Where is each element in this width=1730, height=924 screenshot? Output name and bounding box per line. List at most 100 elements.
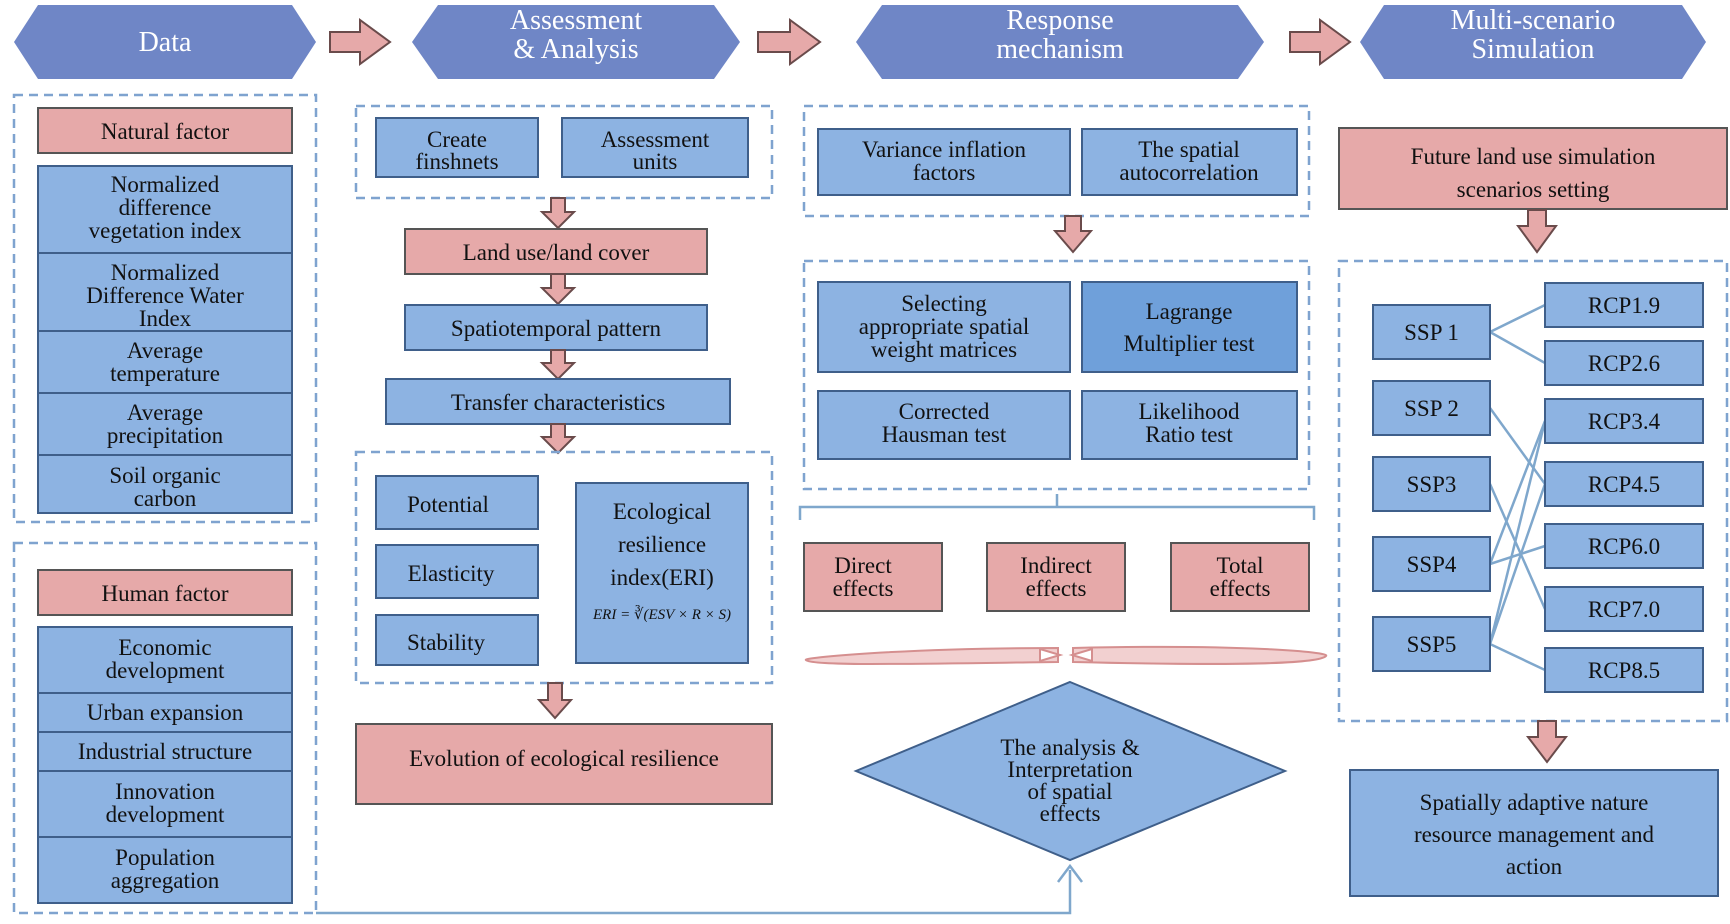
text-line: scenarios setting (1457, 177, 1610, 202)
natural-factor-title: Natural factor (37, 107, 293, 154)
human-item-industrial-text: Industrial structure (78, 739, 252, 764)
text-line: development (106, 802, 225, 827)
ssp-rcp-link (1488, 483, 1547, 610)
human-item-population (37, 836, 293, 904)
ssp-box-label: SSP 2 (1404, 396, 1459, 421)
text-line: Variance inflation (862, 137, 1027, 162)
text-line: Interpretation (1007, 757, 1133, 782)
header-data: Data (14, 5, 316, 79)
ssp-box: SSP5 (1372, 616, 1491, 672)
text-line: effects (833, 576, 894, 601)
rcp-boxes: RCP1.9RCP2.6RCP3.4RCP4.5RCP6.0RCP7.0RCP8… (1544, 282, 1704, 693)
text-line: Data (139, 27, 192, 58)
text-line: Average (127, 338, 203, 363)
human-factor-title-text: Human factor (101, 581, 228, 606)
text-line: finshnets (415, 149, 498, 174)
ssp-box-rect (1372, 380, 1491, 436)
text-line: factors (913, 160, 976, 185)
natural-item-precipitation (37, 392, 293, 456)
text-line: Create (427, 127, 487, 152)
rcp-box-label: RCP1.9 (1588, 293, 1660, 318)
ssp-rcp-link (1488, 420, 1547, 645)
rcp-box: RCP2.6 (1544, 340, 1704, 386)
rcp-box: RCP7.0 (1544, 586, 1704, 632)
header-assessment: Assessment& Analysis (412, 5, 740, 79)
rcp-box: RCP8.5 (1544, 647, 1704, 693)
cycle-arrows (804, 645, 1328, 665)
arrow-down-assess-2 (539, 273, 577, 306)
text-line: Ratio test (1145, 422, 1233, 447)
text-line: effects (1210, 576, 1271, 601)
ssp-rcp-link (1489, 642, 1546, 672)
text-line: Multiplier test (1124, 331, 1256, 356)
ssp-box-label: SSP 1 (1404, 320, 1459, 345)
text-line: weight matrices (871, 337, 1017, 362)
text-line: Selecting (901, 291, 987, 316)
rcp-box-rect (1544, 523, 1704, 569)
evolution-text: Evolution of ecological resilience (409, 746, 719, 771)
rcp-box-rect (1544, 461, 1704, 507)
human-item-economic (37, 626, 293, 694)
human-item-urban (37, 692, 293, 733)
elasticity-box: Elasticity (375, 544, 539, 599)
header-arrow-2 (757, 18, 822, 66)
ssp-box-rect (1372, 456, 1491, 512)
text-line: Economic (118, 635, 211, 660)
text-line: Future land use simulation (1411, 144, 1656, 169)
text-line: appropriate spatial (859, 314, 1030, 339)
text-line: autocorrelation (1119, 160, 1259, 185)
ssp-box: SSP 1 (1372, 304, 1491, 360)
rcp-box: RCP6.0 (1544, 523, 1704, 569)
text-line: Direct (834, 553, 892, 578)
header-arrow-3 (1289, 18, 1352, 66)
text-line: Soil organic (109, 463, 220, 488)
multicollinearity-group (802, 104, 1311, 218)
text-line: development (106, 658, 225, 683)
text-line: Likelihood (1139, 399, 1240, 424)
ssp-box: SSP3 (1372, 456, 1491, 512)
text-line: Innovation (115, 779, 215, 804)
potential-text: Potential (407, 492, 489, 517)
arrow-down-response-1 (1052, 215, 1094, 254)
text-line: The analysis & (1000, 735, 1139, 760)
ssp-box-label: SSP5 (1407, 632, 1457, 657)
stability-box: Stability (375, 614, 539, 666)
land-use-box: Land use/land cover (404, 228, 708, 275)
text-line: Assessment (510, 5, 642, 36)
human-factor-title: Human factor (37, 569, 293, 616)
arrow-down-assess-5 (536, 682, 574, 720)
text-line: index(ERI) (610, 565, 713, 590)
text-line: resource management and (1414, 822, 1655, 847)
text-line: Corrected (899, 399, 990, 424)
land-use-text: Land use/land cover (463, 240, 650, 265)
ssp-rcp-links (1488, 303, 1547, 672)
rcp-box-label: RCP3.4 (1588, 409, 1661, 434)
text-line: & Analysis (513, 34, 638, 65)
rcp-box-rect (1544, 398, 1704, 444)
rcp-box-rect (1544, 340, 1704, 386)
ssp-rcp-link (1488, 420, 1547, 565)
